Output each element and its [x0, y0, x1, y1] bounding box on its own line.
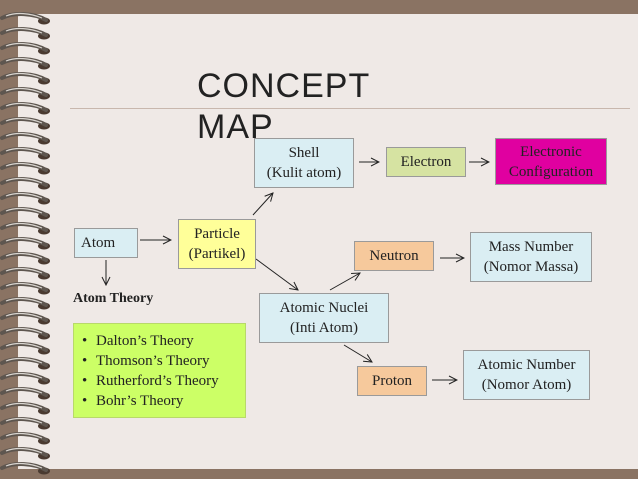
theory-label: Thomson’s Theory — [96, 353, 210, 369]
binding-ring-highlight — [5, 252, 43, 259]
atom-theory-heading: Atom Theory — [73, 291, 154, 306]
binding-ring-highlight — [5, 417, 43, 424]
node-neutron: Neutron — [354, 241, 434, 271]
node-atom: Atom — [74, 228, 138, 258]
binding-ring-highlight — [5, 237, 43, 244]
node-proton: Proton — [357, 366, 427, 396]
binding-ring-highlight — [5, 42, 43, 49]
node-atomic-nuclei: Atomic Nuclei (Inti Atom) — [259, 293, 389, 343]
binding-ring-highlight — [5, 147, 43, 154]
theory-label: Dalton’s Theory — [96, 333, 194, 349]
binding-ring-highlight — [5, 162, 43, 169]
bullet-icon: • — [82, 373, 88, 389]
node-shell: Shell (Kulit atom) — [254, 138, 354, 188]
binding-ring-highlight — [5, 342, 43, 349]
title-divider — [70, 108, 630, 109]
binding-ring-highlight — [5, 72, 43, 79]
theory-item: • Bohr’s Theory — [82, 391, 245, 411]
theory-item: • Rutherford’s Theory — [82, 371, 245, 391]
bullet-icon: • — [82, 353, 88, 369]
binding-ring-highlight — [5, 327, 43, 334]
binding-ring-highlight — [5, 117, 43, 124]
binding-ring-highlight — [5, 402, 43, 409]
bullet-icon: • — [82, 333, 88, 349]
node-atomic-number: Atomic Number (Nomor Atom) — [463, 350, 590, 400]
theory-item: • Thomson’s Theory — [82, 351, 245, 371]
binding-ring-highlight — [5, 372, 43, 379]
binding-ring-highlight — [5, 282, 43, 289]
node-particle: Particle (Partikel) — [178, 219, 256, 269]
binding-ring-highlight — [5, 432, 43, 439]
bullet-icon: • — [82, 393, 88, 409]
binding-ring-highlight — [5, 132, 43, 139]
theory-label: Bohr’s Theory — [96, 393, 184, 409]
binding-ring-highlight — [5, 312, 43, 319]
theory-list: • Dalton’s Theory • Thomson’s Theory • Ruth… — [73, 323, 246, 418]
spiral-binding — [0, 12, 50, 475]
theory-label: Rutherford’s Theory — [96, 373, 219, 389]
binding-ring-highlight — [5, 267, 43, 274]
binding-ring-highlight — [5, 102, 43, 109]
binding-ring-highlight — [5, 447, 43, 454]
binding-ring-highlight — [5, 462, 43, 469]
title-line-1: CONCEPT — [197, 67, 371, 105]
binding-ring-highlight — [5, 222, 43, 229]
binding-ring-highlight — [5, 387, 43, 394]
binding-ring-highlight — [5, 207, 43, 214]
binding-ring-highlight — [5, 57, 43, 64]
node-electron: Electron — [386, 147, 466, 177]
theory-item: • Dalton’s Theory — [82, 331, 245, 351]
page-title: CONCEPT MAP — [197, 66, 370, 148]
node-electronic-configuration: Electronic Configuration — [495, 138, 607, 185]
binding-ring-highlight — [5, 27, 43, 34]
node-mass-number: Mass Number (Nomor Massa) — [470, 232, 592, 282]
binding-ring-highlight — [5, 177, 43, 184]
binding-ring-highlight — [5, 87, 43, 94]
binding-ring-highlight — [5, 12, 43, 19]
binding-ring-highlight — [5, 192, 43, 199]
binding-ring-highlight — [5, 357, 43, 364]
binding-ring-highlight — [5, 297, 43, 304]
